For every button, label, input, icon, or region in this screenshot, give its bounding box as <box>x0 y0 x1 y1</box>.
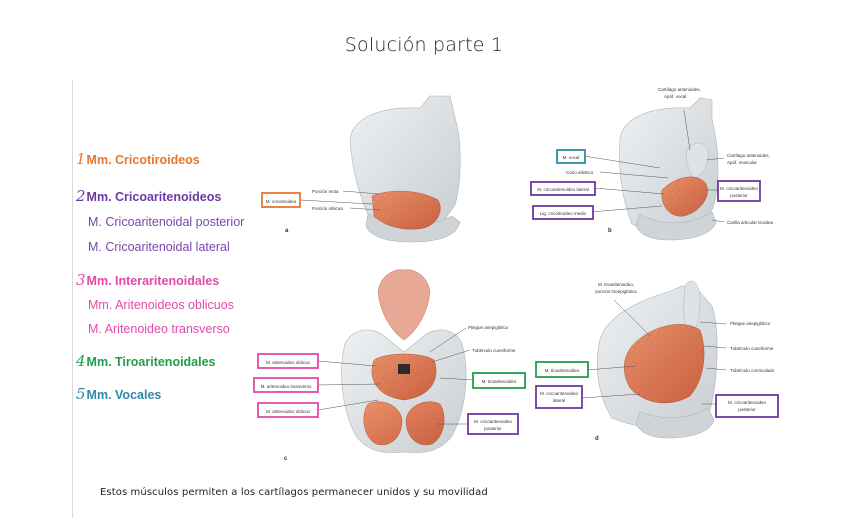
legend-item-cricotiroideos: 1Mm. Cricotiroideos <box>76 152 200 167</box>
figure-letter-d: d <box>595 436 599 442</box>
label-tiro-epi-d: M. tiroaritenoideo,porción tiroepiglótic… <box>595 282 637 294</box>
legend-item-cricoaritenoidal-lateral: M. Cricoaritenoidal lateral <box>88 241 230 254</box>
label-tuberculo-cuneiforme-d: Tubérculo cuneiforme <box>730 346 774 351</box>
label-ar-obl-bottom-c: M. aritenoideo oblicuo <box>266 409 311 414</box>
figure-c: M. aritenoideo oblicuo M. aritenoideo tr… <box>253 269 526 462</box>
label-carilla-b: Carilla articular tiroidea <box>727 220 774 225</box>
cricoid-d <box>635 407 715 439</box>
margin-line <box>72 80 73 518</box>
posterior-cricoarytenoid-c <box>363 401 445 446</box>
figure-d: M. tiroaritenoideo,porción tiroepiglótic… <box>535 280 779 442</box>
label-cricoar-lat-b: M. cricoaritenoideo lateral <box>537 187 589 192</box>
label-tiroar-c: M. tiroaritenoideo <box>482 379 517 384</box>
label-box-tiroar-c <box>472 372 526 389</box>
footer-note: Estos músculos permiten a los cartílagos… <box>100 487 488 498</box>
label-cricotiroideo-a: M. cricotiroideo <box>266 199 297 204</box>
legend-number: 4 <box>76 352 86 370</box>
legend-label: Mm. Cricoaritenoideos <box>86 190 222 204</box>
label-porcion-oblicua: Porción oblicua <box>312 206 343 211</box>
label-box-ar-transverso-c <box>253 377 319 393</box>
label-tuberculo-cuneiforme-c: Tubérculo cuneiforme <box>472 348 516 353</box>
figure-a: M. cricotiroideo Porción recta Porción o… <box>261 95 461 243</box>
label-pliegue-d: Pliegue ariepiglótico <box>730 321 771 326</box>
label-pliegue-c: Pliegue ariepiglótico <box>468 325 509 330</box>
label-box-lig-b <box>532 205 594 220</box>
epiglottis-c <box>377 269 431 341</box>
figure-b: Cartílago aritenoides,Apóf. vocal M. voc… <box>530 87 774 241</box>
legend-number: 5 <box>76 385 86 403</box>
label-box-cricoar-lat-b <box>530 181 596 196</box>
legend-number: 3 <box>76 271 86 289</box>
legend-number: 1 <box>76 150 86 168</box>
legend-label: Mm. Cricotiroideos <box>86 153 200 167</box>
label-cart-vocal-b: Cartílago aritenoides,Apóf. vocal <box>658 87 701 99</box>
cricoid-cartilage-b <box>635 211 717 241</box>
label-box-tiroar-d <box>535 361 589 378</box>
label-porcion-recta: Porción recta <box>312 189 339 194</box>
legend-item-tiroaritenoidales: 4Mm. Tiroaritenoidales <box>76 354 216 369</box>
legend-item-cricoaritenoidal-posterior: M. Cricoaritenoidal posterior <box>88 216 244 229</box>
legend-label: Mm. Interaritenoidales <box>86 274 220 288</box>
legend-item-cricoaritenoideos: 2Mm. Cricoaritenoideos <box>76 189 221 204</box>
legend-number: 2 <box>76 187 86 205</box>
label-box-ar-obl-top-c <box>257 353 319 369</box>
label-box-cricoar-post-b <box>717 180 761 202</box>
legend-item-interaritenoidales: 3Mm. Interaritenoidales <box>76 273 219 288</box>
label-box-vocal-b <box>556 149 586 164</box>
label-tiroar-d: M. tiroaritenoideo <box>545 368 580 373</box>
arytenoid-b <box>686 142 709 179</box>
label-cart-muscular-b: Cartílago aritenoides,Apóf. muscular <box>727 153 770 165</box>
legend-label: M. Aritenoideo transverso <box>88 322 230 336</box>
figure-letter-c: c <box>284 456 288 462</box>
label-ar-obl-top-c: M. aritenoideo oblicuo <box>266 360 311 365</box>
label-box-ar-obl-bottom-c <box>257 402 319 418</box>
legend-label: M. Cricoaritenoidal posterior <box>88 215 245 229</box>
legend-label: Mm. Tiroaritenoidales <box>86 355 216 369</box>
label-vocal-b: M. vocal <box>563 155 580 160</box>
legend-label: M. Cricoaritenoidal lateral <box>88 240 230 254</box>
label-box-cricoar-lat-d <box>535 385 583 409</box>
label-box-cricoar-post-c <box>467 413 519 435</box>
label-ar-transverso-c: M. aritenoideo transverso <box>261 384 312 389</box>
legend-item-aritenoideos-oblicuos: Mm. Aritenoideos oblicuos <box>88 299 234 312</box>
label-cono-b: Cono elástico <box>566 170 594 175</box>
legend-label: Mm. Aritenoideos oblicuos <box>88 298 234 312</box>
label-box-cricoar-post-d <box>715 394 779 418</box>
legend-item-vocales: 5Mm. Vocales <box>76 387 161 402</box>
page-title: Solución parte 1 <box>344 34 504 56</box>
figure-letter-a: a <box>285 228 289 234</box>
label-box-cricotiroideo-a <box>261 192 301 208</box>
figure-letter-b: b <box>608 228 612 234</box>
label-tuberculo-corniculado-d: Tubérculo corniculado <box>730 368 775 373</box>
legend-label: Mm. Vocales <box>86 388 162 402</box>
label-lig-b: Lig. cricotiroideo medio <box>540 211 587 216</box>
legend-item-aritenoideo-transverso: M. Aritenoideo transverso <box>88 323 230 336</box>
